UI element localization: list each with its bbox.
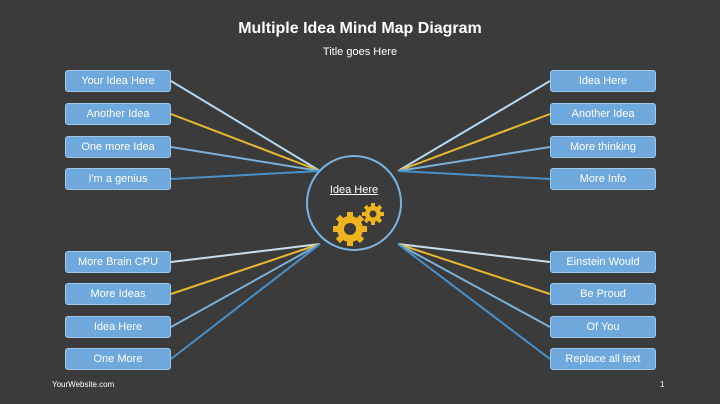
left-node-8: One More [65, 348, 171, 370]
right-node-7: Of You [550, 316, 656, 338]
slide-title: Multiple Idea Mind Map Diagram [238, 20, 482, 37]
connector-right-6 [397, 243, 551, 295]
gears-icon [333, 203, 384, 246]
connector-left-1 [170, 80, 321, 172]
right-node-3: More thinking [550, 136, 656, 158]
connector-left-6 [170, 243, 321, 295]
connector-right-4 [397, 170, 551, 180]
right-node-2: Another Idea [550, 103, 656, 125]
left-node-7: Idea Here [65, 316, 171, 338]
connector-left-3 [170, 146, 321, 172]
connector-left-2 [170, 113, 321, 172]
connector-left-5 [170, 243, 321, 263]
connector-right-2 [397, 113, 551, 172]
left-node-4: I'm a genius [65, 168, 171, 190]
right-node-1: Idea Here [550, 70, 656, 92]
connector-right-8 [397, 243, 551, 360]
right-node-5: Einstein Would [550, 251, 656, 273]
right-node-4: More Info [550, 168, 656, 190]
connector-right-5 [397, 243, 551, 263]
left-node-3: One more Idea [65, 136, 171, 158]
left-node-5: More Brain CPU [65, 251, 171, 273]
connector-right-3 [397, 146, 551, 172]
connector-right-1 [397, 80, 551, 172]
footer-website: YourWebsite.com [52, 380, 115, 389]
connector-left-7 [170, 243, 321, 328]
left-node-6: More Ideas [65, 283, 171, 305]
right-node-8: Replace all text [550, 348, 656, 370]
connector-left-8 [170, 243, 321, 360]
slide-subtitle: Title goes Here [322, 46, 398, 58]
left-node-2: Another Idea [65, 103, 171, 125]
left-node-1: Your Idea Here [65, 70, 171, 92]
right-node-6: Be Proud [550, 283, 656, 305]
page-number: 1 [660, 380, 665, 389]
connector-right-7 [397, 243, 551, 328]
connector-left-4 [170, 170, 321, 180]
central-idea-label: Idea Here [329, 184, 379, 196]
